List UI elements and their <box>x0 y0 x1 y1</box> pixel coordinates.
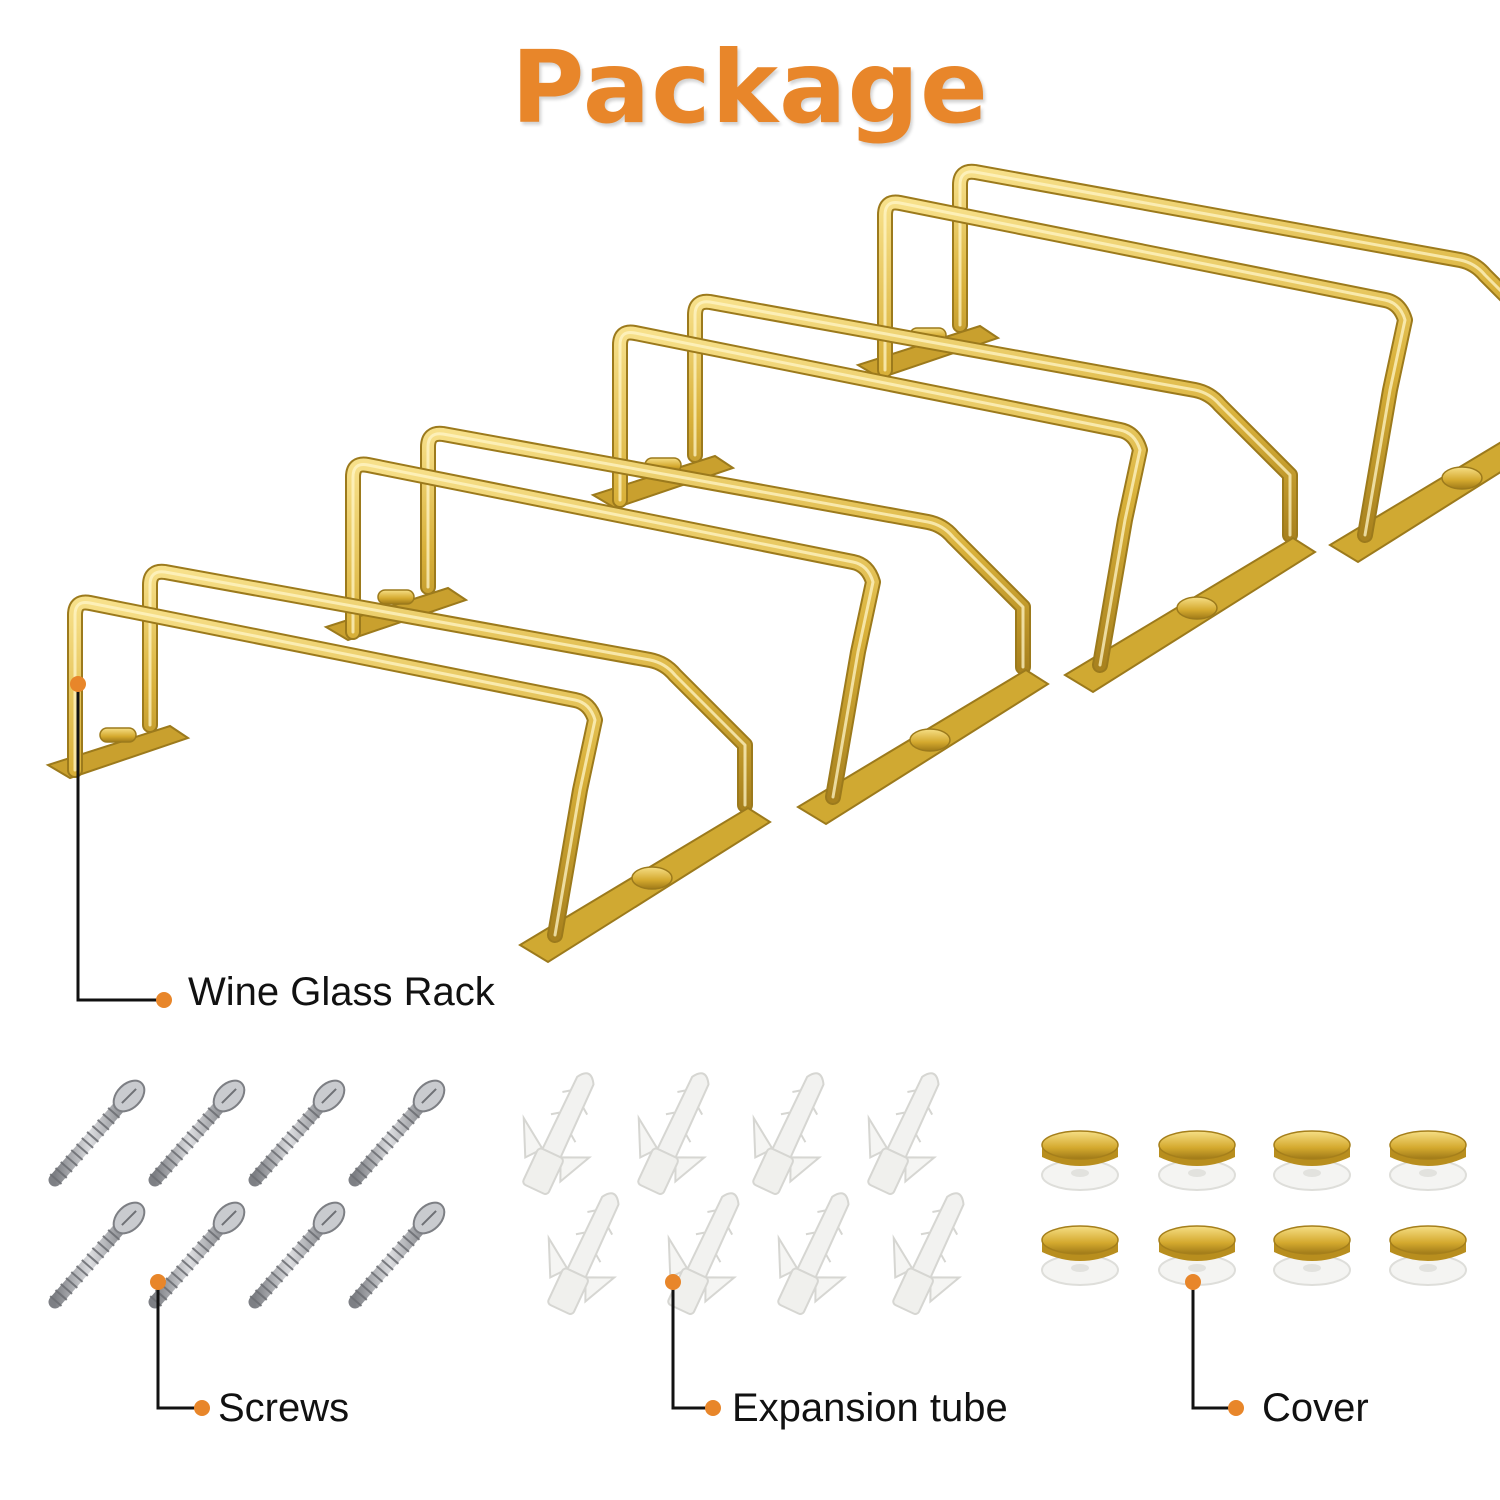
callout-dots <box>70 676 1244 1416</box>
label-expansion-tube: Expansion tube <box>732 1386 1008 1430</box>
expansion-tubes-group <box>497 1055 993 1326</box>
label-screws: Screws <box>218 1386 350 1430</box>
wine-glass-rack-1 <box>48 572 770 962</box>
covers-group <box>1041 1130 1467 1286</box>
label-cover: Cover <box>1262 1386 1369 1430</box>
wine-glass-rack-4 <box>858 172 1500 562</box>
screws-group <box>55 1075 450 1302</box>
page-title: Package <box>511 29 989 146</box>
label-wine-glass-rack: Wine Glass Rack <box>188 970 495 1014</box>
wine-glass-rack-3 <box>593 302 1315 692</box>
callout-lines <box>76 684 1230 1410</box>
